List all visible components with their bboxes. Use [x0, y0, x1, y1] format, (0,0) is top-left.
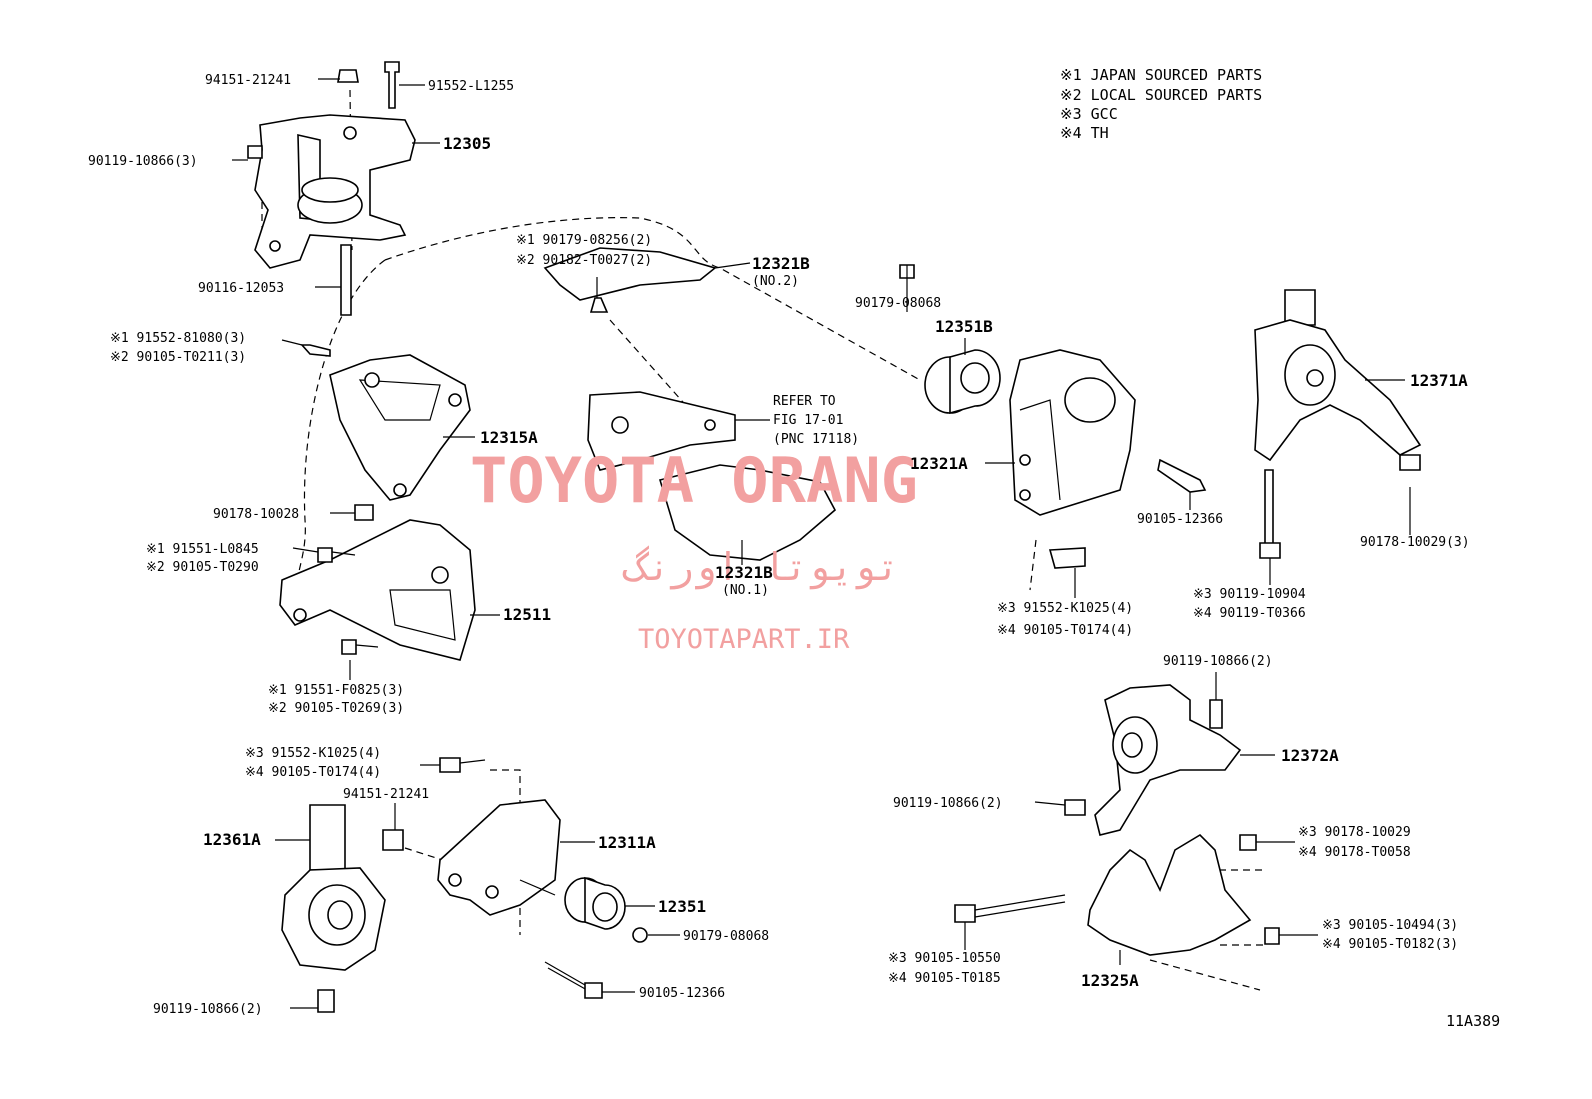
label-12315A: 12315A: [480, 428, 538, 447]
label-12351: 12351: [658, 897, 706, 916]
label-91552-K1025-right: ※3 91552-K1025(4): [997, 601, 1133, 616]
label-12351B: 12351B: [935, 317, 993, 336]
label-90105-T0174-left: ※4 90105-T0174(4): [245, 765, 381, 780]
label-90119-10904: ※3 90119-10904: [1193, 587, 1306, 602]
label-90116-12053: 90116-12053: [198, 281, 284, 296]
label-90105-T0185: ※4 90105-T0185: [888, 971, 1001, 986]
refer-line-2: FIG 17-01: [773, 413, 843, 428]
label-no2: (NO.2): [752, 274, 799, 289]
label-12372A: 12372A: [1281, 746, 1339, 765]
label-91552-L1255: 91552-L1255: [428, 79, 514, 94]
watermark-brand: TOYOTA ORANG: [470, 444, 918, 517]
watermark: TOYOTA ORANG تویوتا اورنگ TOYOTAPART.IR: [470, 444, 918, 655]
bolt-group-top: [247, 61, 400, 316]
label-90105-10494: ※3 90105-10494(3): [1322, 918, 1458, 933]
part-12371A-drawing: [1254, 289, 1422, 559]
label-12325A: 12325A: [1081, 971, 1139, 990]
label-12321B-no1: 12321B: [715, 563, 773, 582]
label-91551-L0845: ※1 91551-L0845: [146, 542, 259, 557]
note-1: ※1 JAPAN SOURCED PARTS: [1060, 66, 1262, 84]
label-90105-12366-right: 90105-12366: [1137, 512, 1223, 527]
watermark-url: TOYOTAPART.IR: [638, 624, 850, 655]
label-12361A: 12361A: [203, 830, 261, 849]
label-90178-10029: ※3 90178-10029: [1298, 825, 1411, 840]
note-2: ※2 LOCAL SOURCED PARTS: [1060, 86, 1262, 104]
part-12321B-no1-drawing: [658, 464, 837, 561]
label-90179-08256: ※1 90179-08256(2): [516, 233, 652, 248]
label-94151-21241-top: 94151-21241: [205, 73, 291, 88]
label-90119-10866-3: 90119-10866(3): [88, 154, 198, 169]
part-12351B-drawing: [899, 264, 1001, 415]
label-90178-10028: 90178-10028: [213, 507, 299, 522]
label-no1: (NO.1): [722, 583, 769, 598]
label-90179-08068-top: 90179-08068: [855, 296, 941, 311]
label-90119-10866-2-top: 90119-10866(2): [1163, 654, 1273, 669]
part-12372A-drawing: [1064, 684, 1242, 836]
label-90179-08068-bottom: 90179-08068: [683, 929, 769, 944]
label-90178-10029-3: 90178-10029(3): [1360, 535, 1470, 550]
label-12321A: 12321A: [910, 454, 968, 473]
label-90105-T0290: ※2 90105-T0290: [146, 560, 259, 575]
label-90105-T0174-right: ※4 90105-T0174(4): [997, 623, 1133, 638]
part-12321A-drawing: [1009, 349, 1207, 569]
label-12321B-no2: 12321B: [752, 254, 810, 273]
label-90119-10866-2-mid: 90119-10866(2): [893, 796, 1003, 811]
refer-line-3: (PNC 17118): [773, 432, 859, 447]
label-90178-T0058: ※4 90178-T0058: [1298, 845, 1411, 860]
part-12325A-drawing: [954, 833, 1280, 956]
label-12371A: 12371A: [1410, 371, 1468, 390]
label-12511: 12511: [503, 605, 551, 624]
label-90105-T0269: ※2 90105-T0269(3): [268, 701, 404, 716]
label-90105-10550: ※3 90105-10550: [888, 951, 1001, 966]
label-90119-T0366: ※4 90119-T0366: [1193, 606, 1306, 621]
label-90182-T0027: ※2 90182-T0027(2): [516, 253, 652, 268]
label-90105-12366-bottom: 90105-12366: [639, 986, 725, 1001]
watermark-farsi: تویوتا اورنگ: [622, 545, 900, 590]
legend-notes: ※1 JAPAN SOURCED PARTS ※2 LOCAL SOURCED …: [1060, 66, 1262, 142]
part-labels: 94151-21241 91552-L1255 12305 90119-1086…: [88, 73, 1500, 1030]
part-12351-drawing: [544, 876, 648, 999]
leader-lines: [232, 78, 1411, 1009]
label-91551-F0825: ※1 91551-F0825(3): [268, 683, 404, 698]
part-12305-drawing: [254, 114, 416, 269]
label-90105-T0211: ※2 90105-T0211(3): [110, 350, 246, 365]
part-12511-drawing: [279, 519, 476, 661]
label-94151-21241-mid: 94151-21241: [343, 787, 429, 802]
label-12311A: 12311A: [598, 833, 656, 852]
part-12321B-no2-drawing: [543, 247, 717, 313]
figure-code: 11A389: [1446, 1012, 1500, 1030]
part-12311A-drawing: [382, 757, 561, 916]
part-12361A-drawing: [281, 804, 386, 1013]
part-12315A-drawing: [300, 344, 471, 521]
label-12305: 12305: [443, 134, 491, 153]
note-4: ※4 TH: [1060, 124, 1109, 142]
label-90119-10866-2-bottom: 90119-10866(2): [153, 1002, 263, 1017]
refer-bracket-drawing: [587, 391, 736, 471]
label-91552-K1025-left: ※3 91552-K1025(4): [245, 746, 381, 761]
note-3: ※3 GCC: [1060, 105, 1118, 123]
label-91552-81080: ※1 91552-81080(3): [110, 331, 246, 346]
refer-line-1: REFER TO: [773, 394, 836, 409]
label-90105-T0182: ※4 90105-T0182(3): [1322, 937, 1458, 952]
